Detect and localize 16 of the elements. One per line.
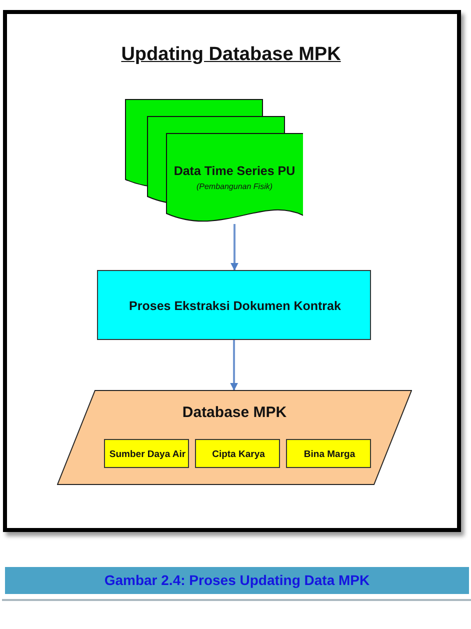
arrow bbox=[230, 340, 238, 391]
process-box bbox=[97, 270, 371, 340]
node-label: Proses Ekstraksi Dokumen Kontrak bbox=[129, 299, 341, 313]
subtitle-text: (Pembangunan Fisik) bbox=[196, 182, 273, 190]
diagram-title: Updating Database MPK bbox=[120, 44, 342, 66]
category-box bbox=[195, 439, 280, 468]
document-stack bbox=[125, 99, 303, 224]
node-label: Data Time Series PU bbox=[174, 164, 296, 178]
node-label: Bina Marga bbox=[304, 449, 356, 460]
node-label: Database MPK bbox=[182, 404, 287, 420]
category-box bbox=[286, 439, 371, 468]
caption-bar: Gambar 2.4: Proses Updating Data MPK bbox=[5, 567, 469, 594]
category-box bbox=[104, 439, 189, 468]
node-label: Cipta Karya bbox=[212, 449, 265, 460]
arrow bbox=[230, 224, 238, 271]
node-label: Sumber Daya Air bbox=[109, 449, 186, 460]
